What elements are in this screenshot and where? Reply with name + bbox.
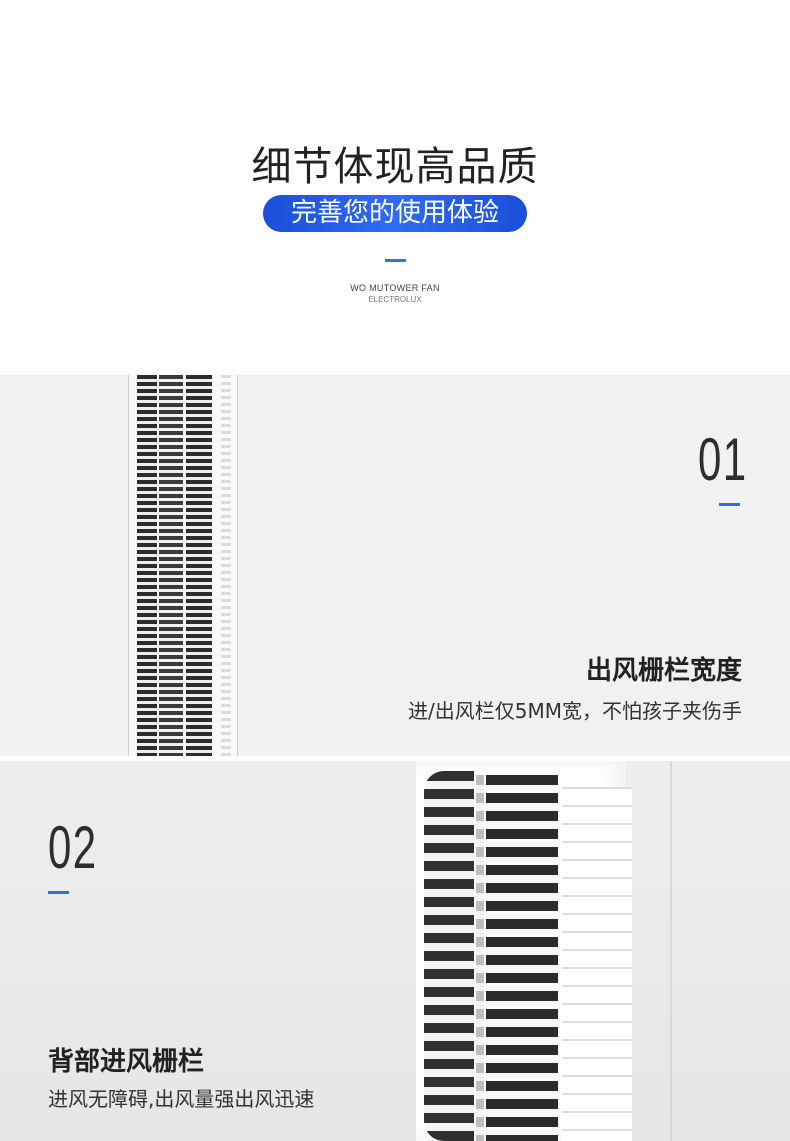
- rear-grille-image: [412, 761, 677, 1141]
- page-title: 细节体现高品质: [251, 144, 539, 190]
- section-description: 进风无障碍,出风量强出风迅速: [48, 1087, 315, 1111]
- section-accent-line: [48, 891, 69, 894]
- english-caption: WO MUTOWER FAN: [350, 283, 440, 293]
- subtitle-pill: 完善您的使用体验: [263, 195, 527, 232]
- section-accent-line: [719, 503, 740, 506]
- section-title: 出风栅栏宽度: [585, 656, 742, 686]
- section-number: 02: [48, 814, 98, 881]
- header-accent-line: [385, 259, 406, 262]
- section-number: 01: [698, 426, 748, 493]
- header-section: 细节体现高品质 完善您的使用体验 WO MUTOWER FAN ELECTROL…: [0, 0, 790, 375]
- brand-caption: ELECTROLUX: [368, 295, 422, 304]
- detail-section-1: 01 出风栅栏宽度 进/出风栏仅5MM宽，不怕孩子夹伤手: [0, 375, 790, 756]
- detail-section-2: 02 背部进风栅栏 进风无障碍,出风量强出风迅速: [0, 761, 790, 1141]
- outlet-grille-image: [128, 375, 238, 756]
- section-title: 背部进风栅栏: [48, 1047, 205, 1077]
- section-description: 进/出风栏仅5MM宽，不怕孩子夹伤手: [408, 699, 742, 723]
